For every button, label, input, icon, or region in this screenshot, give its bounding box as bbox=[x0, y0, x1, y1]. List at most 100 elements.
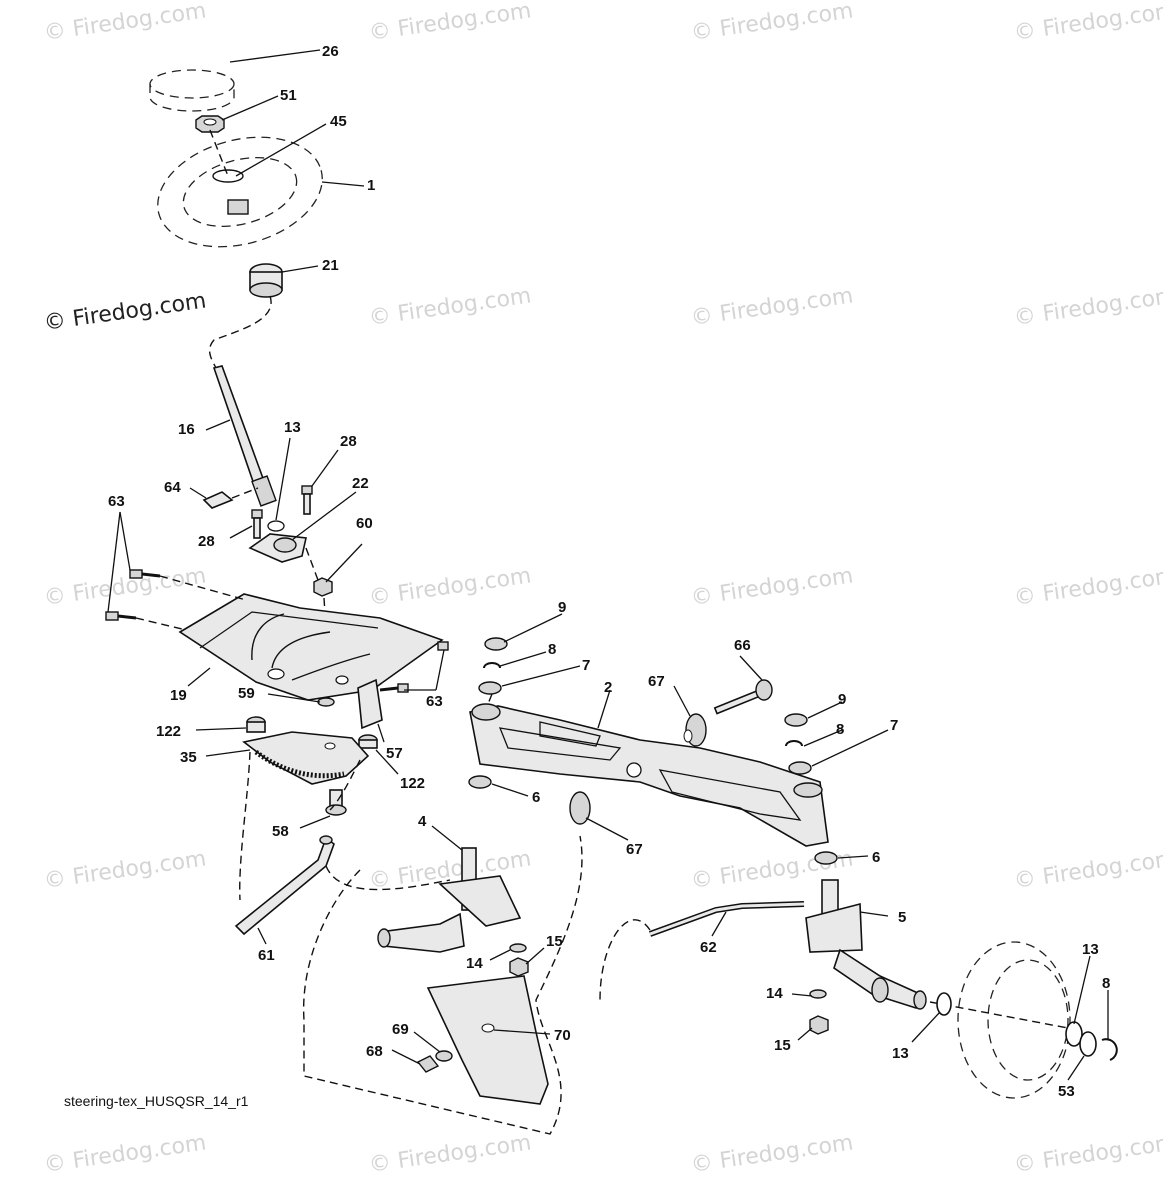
callout-59: 59 bbox=[238, 685, 255, 702]
watermark-layer: © Firedog.com © Firedog.com © Firedog.co… bbox=[42, 0, 1163, 1178]
callout-63-right: 63 bbox=[426, 693, 443, 710]
callout-5: 5 bbox=[898, 909, 906, 926]
part-16-steering-shaft bbox=[212, 365, 277, 507]
callout-19: 19 bbox=[170, 687, 187, 704]
callout-16: 16 bbox=[178, 421, 195, 438]
callout-28-lower: 28 bbox=[198, 533, 215, 550]
part-14-washer-b bbox=[809, 989, 827, 999]
part-58-bolt bbox=[325, 789, 347, 816]
part-45-washer bbox=[212, 169, 244, 183]
watermark: © Firedog.com bbox=[1012, 1130, 1163, 1178]
callout-45: 45 bbox=[330, 113, 347, 130]
part-122-bushing-b bbox=[358, 734, 378, 749]
watermark: © Firedog.com bbox=[42, 563, 208, 611]
part-6-bushing-b bbox=[814, 851, 838, 865]
callout-15-left: 15 bbox=[546, 933, 563, 950]
part-53-washer bbox=[1079, 1031, 1097, 1057]
part-1-steering-wheel bbox=[157, 136, 323, 248]
part-62-tie-rod bbox=[648, 901, 805, 937]
watermark: © Firedog.com bbox=[689, 0, 855, 46]
watermark: © Firedog.com bbox=[367, 1130, 533, 1178]
part-59-washer bbox=[317, 697, 335, 707]
part-7-washer-a bbox=[478, 681, 502, 695]
callout-57: 57 bbox=[386, 745, 403, 762]
callout-51: 51 bbox=[280, 87, 297, 104]
part-22-bracket bbox=[248, 533, 307, 563]
callout-7-right: 7 bbox=[890, 717, 898, 734]
watermark: © Firedog.com bbox=[42, 1130, 208, 1178]
callout-8-right: 8 bbox=[836, 721, 844, 738]
callout-26: 26 bbox=[322, 43, 339, 60]
callout-6-left: 6 bbox=[532, 789, 540, 806]
part-19-steering-plate bbox=[178, 593, 444, 701]
callout-7-left: 7 bbox=[582, 657, 590, 674]
watermark: © Firedog.com bbox=[1012, 563, 1163, 611]
watermark: © Firedog.com bbox=[1012, 0, 1163, 46]
watermark: © Firedog.com bbox=[42, 0, 208, 46]
callout-63-left: 63 bbox=[108, 493, 125, 510]
callout-68: 68 bbox=[366, 1043, 383, 1060]
callout-9-left: 9 bbox=[558, 599, 566, 616]
part-8-clip-b bbox=[785, 740, 803, 747]
part-63-screw-d bbox=[379, 683, 409, 693]
part-5-spindle-right bbox=[805, 879, 927, 1010]
callout-60: 60 bbox=[356, 515, 373, 532]
callout-4: 4 bbox=[418, 813, 427, 830]
callout-8-wheel: 8 bbox=[1102, 975, 1110, 992]
callout-67-top: 67 bbox=[648, 673, 665, 690]
part-7-washer-b bbox=[788, 761, 812, 775]
part-67-roller-b bbox=[569, 791, 591, 825]
callout-122-right: 122 bbox=[400, 775, 425, 792]
part-13-washer-b bbox=[936, 992, 952, 1016]
part-8-clip-a bbox=[483, 662, 501, 669]
callout-122-left: 122 bbox=[156, 723, 181, 740]
callout-13-wheel-outer: 13 bbox=[1082, 941, 1099, 958]
callout-21: 21 bbox=[322, 257, 339, 274]
callout-62: 62 bbox=[700, 939, 717, 956]
callout-61: 61 bbox=[258, 947, 275, 964]
callout-70: 70 bbox=[554, 1027, 571, 1044]
callout-58: 58 bbox=[272, 823, 289, 840]
callout-35: 35 bbox=[180, 749, 197, 766]
watermark-dark: © Firedog.com bbox=[42, 288, 208, 336]
callout-9-right: 9 bbox=[838, 691, 846, 708]
part-67-roller-a bbox=[683, 713, 707, 747]
callout-28-upper: 28 bbox=[340, 433, 357, 450]
callout-13-wheel-inner: 13 bbox=[892, 1045, 909, 1062]
callout-6-right: 6 bbox=[872, 849, 880, 866]
part-21-hub bbox=[249, 263, 283, 298]
callout-15-right: 15 bbox=[774, 1037, 791, 1054]
part-8-clip-c bbox=[1101, 1038, 1118, 1061]
watermark: © Firedog.com bbox=[689, 1130, 855, 1178]
part-26-cap bbox=[149, 69, 235, 112]
part-28-bolt-b bbox=[301, 485, 313, 515]
part-63-screw-c bbox=[437, 641, 449, 651]
part-28-bolt-a bbox=[251, 509, 263, 539]
watermark: © Firedog.com bbox=[689, 563, 855, 611]
watermark: © Firedog.com bbox=[689, 283, 855, 331]
watermark: © Firedog.com bbox=[1012, 283, 1163, 331]
part-70-plate bbox=[426, 975, 549, 1105]
part-2-front-axle bbox=[469, 703, 829, 847]
part-57-bracket bbox=[357, 678, 383, 730]
part-4-spindle-left bbox=[377, 847, 522, 953]
callout-67-bottom: 67 bbox=[626, 841, 643, 858]
callout-69: 69 bbox=[392, 1021, 409, 1038]
callout-64: 64 bbox=[164, 479, 181, 496]
part-51-nut bbox=[195, 115, 225, 133]
part-61-drag-link bbox=[234, 835, 335, 936]
part-35-sector-gear bbox=[242, 731, 370, 785]
part-15-nut-b bbox=[809, 1015, 829, 1035]
part-14-washer-a bbox=[509, 943, 527, 953]
part-122-bushing-a bbox=[246, 716, 266, 733]
part-63-screw-a bbox=[129, 569, 161, 579]
watermark: © Firedog.com bbox=[42, 846, 208, 894]
part-9-cap-b bbox=[784, 713, 808, 727]
part-64-clip bbox=[202, 491, 234, 509]
watermark: © Firedog.com bbox=[367, 283, 533, 331]
part-69-washer bbox=[435, 1050, 453, 1062]
watermark: © Firedog.com bbox=[367, 563, 533, 611]
callout-2: 2 bbox=[604, 679, 612, 696]
